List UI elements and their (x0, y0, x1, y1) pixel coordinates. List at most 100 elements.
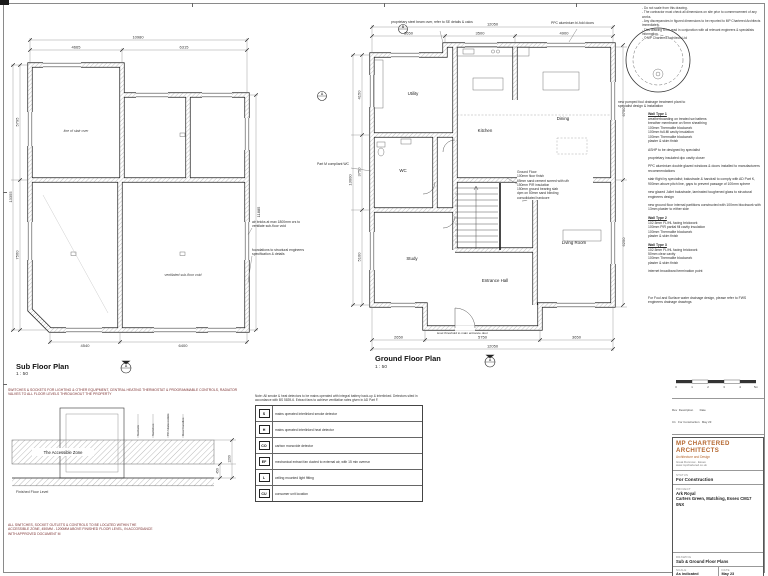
project-block: Project Ark Royal Carters Green, Matchin… (673, 485, 763, 553)
sub-pad-symbols (70, 132, 186, 256)
scale-label: 0 (675, 385, 677, 389)
dim-text: 5795 (15, 117, 20, 127)
svg-text:B: B (402, 25, 405, 29)
sub-floor-plan: 4665 6315 10980 5795 7560 13355 4540 640… (8, 30, 308, 380)
legend-text: mains operated interlinked heat detector (275, 427, 334, 432)
revision-row: C1 For Construction May 23 (672, 420, 712, 425)
heat-detector-icon: H (256, 422, 273, 438)
ground-dimension-ticks (350, 24, 626, 352)
ground-note-beam: proprietary steel beam over, refer to SE… (391, 20, 473, 24)
revision-table: Rev Description Date C1 For Construction… (672, 398, 764, 435)
frame-tick (3, 192, 7, 193)
note-heading: Wall Type 2 (648, 215, 667, 220)
dim-text: 3500 (476, 31, 486, 36)
ground-doors (422, 139, 536, 329)
firm-tagline: Architecture and Design (676, 454, 711, 459)
accessible-zone-top-note: SWITCHES & SOCKETS FOR LIGHTING & OTHER … (8, 388, 238, 397)
legend-intro: Note: All smoke & heat detectors to be m… (255, 394, 418, 403)
legend-text: ceiling mounted light fitting (275, 475, 314, 480)
ground-windows (369, 42, 616, 331)
sub-note-foundations: foundations to structural engineers spec… (252, 248, 305, 257)
symbol-glyph: EF (258, 457, 270, 467)
symbol-glyph: L (258, 473, 270, 483)
dim-text: 2650 (394, 335, 404, 340)
scale-label: 4 (739, 385, 741, 389)
room-label-study: Study (406, 256, 418, 261)
joist-direction-line (42, 194, 109, 314)
fixture-label: Sockets (136, 424, 140, 435)
dim-text: 3650 (572, 335, 582, 340)
scale-label: 2 (707, 385, 709, 389)
frame-tick (384, 3, 385, 7)
specification-notes: Wall Type 1 weatherboarding on treated s… (648, 112, 762, 309)
ground-hatch (12, 478, 214, 486)
note-dpc: proprietary insulated dpc cavity closer (648, 156, 705, 160)
dim-text: 12050 (487, 344, 499, 349)
sub-walls (27, 62, 250, 333)
consumer-unit-icon: CU (256, 486, 273, 502)
fixture-label: Door handles (181, 417, 185, 436)
note-wall-type-3: Wall Type 3 102.5mm FL/HL facing brickwo… (648, 243, 762, 266)
titleblock-area: 0 1 2 3 4 5m Rev Description Date C1 For… (672, 378, 764, 576)
status-value: For Construction (676, 477, 714, 483)
ground-floor-plan-drawing: 3650 3500 4900 12050 4150 3750 5100 1300… (317, 22, 627, 368)
legend-table: S mains operated interlinked smoke detec… (255, 405, 423, 503)
scan-corner-mark (0, 0, 9, 5)
legend-text: consumer unit location (275, 491, 308, 496)
revision-header: Rev Description Date (672, 408, 706, 413)
ground-plan-scale: 1 : 50 (375, 365, 388, 370)
dim-text: 7560 (15, 250, 20, 260)
room-label-utility: Utility (408, 91, 420, 96)
dim-text: 6750 (621, 107, 626, 117)
ground-note-bifold: PPC aluminium bi-fold doors (551, 21, 594, 25)
accessible-zone-drawing: The Accessible Zone Finished Floor Level… (11, 407, 236, 494)
symbol-glyph: S (258, 409, 270, 419)
sub-dimension-lines (11, 38, 258, 344)
dim-text: 5100 (357, 252, 362, 262)
dim-text: 4150 (357, 90, 362, 100)
fixture-label: TV / data outlets (166, 413, 170, 436)
frame-tick (192, 3, 193, 7)
dim-text: 4540 (81, 343, 91, 348)
date-cell: Date May 23 (717, 566, 764, 576)
scale-cell: Scale As indicated (673, 567, 718, 576)
date-label: Date (721, 568, 730, 572)
scale-value: As indicated (676, 572, 699, 576)
svg-text:A: A (321, 92, 324, 96)
note-wall-type-2: Wall Type 2 102.5mm FL/HL facing brickwo… (648, 216, 762, 239)
dim-text: 4900 (560, 31, 570, 36)
dim-text: 6400 (179, 343, 189, 348)
ground-stairs (455, 185, 498, 249)
status-block: Status For Construction (673, 471, 763, 486)
sub-floor-plan-drawing: 4665 6315 10980 5795 7560 13355 4540 640… (8, 35, 261, 374)
sub-void-label: ventilated sub-floor void (165, 273, 203, 277)
dim-text: 3750 (357, 167, 362, 177)
extract-fan-icon: EF (256, 454, 273, 470)
ground-section-marker-left: A (317, 91, 327, 101)
note-drainage: For Foul and Surface water drainage desi… (648, 295, 747, 305)
scale-label: 1 (691, 385, 693, 389)
legend-text: mechanical extract fan ducted to externa… (275, 459, 371, 464)
dim-text: 13000 (348, 174, 353, 186)
note-heading: Wall Type 3 (648, 242, 667, 247)
firm-name: MP CHARTERED ARCHITECTS (676, 439, 730, 454)
dim-text: 3650 (404, 31, 414, 36)
dim-text: 5750 (478, 335, 488, 340)
zone-dim-ticks (217, 437, 235, 480)
light-fitting-icon: L (256, 470, 273, 486)
ground-annotation-leaders (350, 28, 578, 185)
treatment-plant-caption: new pumped foul drainage treatment plant… (618, 100, 686, 109)
fixture-ticks (137, 413, 184, 438)
note-body: 102.5mm FL/HL facing brickwork 100mm PIR… (648, 220, 706, 239)
note-wall-type-1: Wall Type 1 weatherboarding on treated s… (648, 112, 762, 144)
drawing-value: Sub & Ground Floor Plans (676, 558, 729, 564)
note-body: 102.5mm FL/HL facing brickwork 50mm clea… (648, 247, 698, 265)
sub-dimension-ticks (10, 37, 259, 345)
dim-text: 10980 (132, 35, 144, 40)
frame-tick (576, 3, 577, 7)
legend-row: CO carbon monoxide detector (256, 438, 422, 455)
ground-floor-plan: 3650 3500 4900 12050 4150 3750 5100 1300… (305, 20, 665, 380)
legend-row: EF mechanical extract fan ducted to exte… (256, 454, 422, 471)
dim-text: 12050 (487, 22, 499, 27)
firm-address: Great Dunmow · Essex (676, 459, 706, 464)
